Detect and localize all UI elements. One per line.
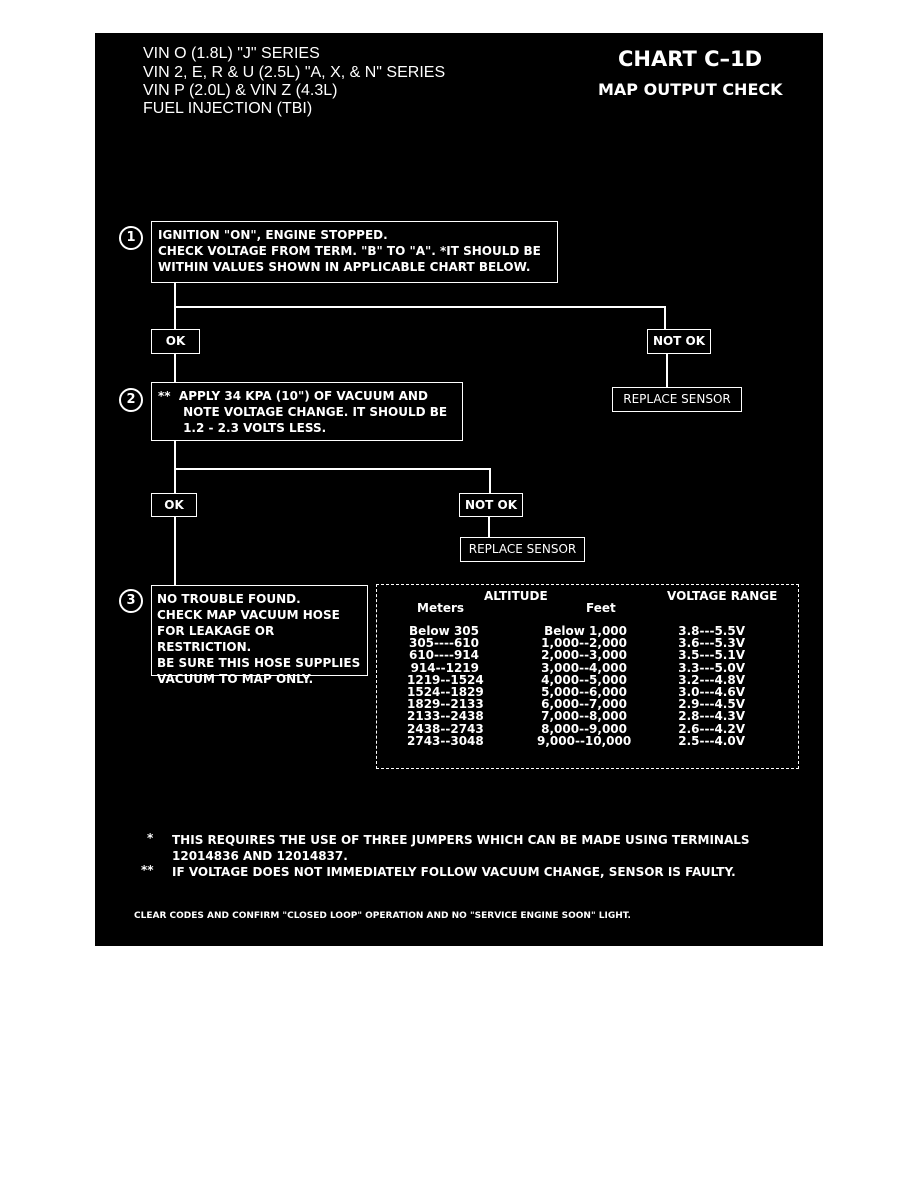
- meters-cell: 2133--2438: [407, 709, 484, 724]
- header-line-3: VIN P (2.0L) & VIN Z (4.3L): [143, 82, 338, 99]
- meters-cell: Below 305: [409, 624, 479, 638]
- voltage-cell: 3.3---5.0V: [678, 660, 745, 675]
- replace-sensor-label-1: REPLACE SENSOR: [623, 392, 731, 406]
- feet-cell: 1,000--2,000: [541, 636, 627, 651]
- step-2-box: ** APPLY 34 KPA (10") OF VACUUM AND NOTE…: [151, 382, 463, 441]
- voltage-cell: 3.0---4.6V: [678, 685, 745, 700]
- connector-1-horizontal: [174, 306, 666, 308]
- footnote-1-mark: *: [147, 831, 154, 845]
- meters-cell: 610----914: [408, 648, 479, 663]
- step-2-number: 2: [119, 388, 143, 412]
- feet-cell: 2,000--3,000: [541, 648, 627, 663]
- replace-sensor-box-2: REPLACE SENSOR: [460, 537, 585, 562]
- connector-ok-2-down: [174, 517, 176, 585]
- connector-notok-1-down: [666, 354, 668, 387]
- ok-label-2: OK: [164, 498, 184, 512]
- feet-cell: 7,000--8,000: [541, 709, 627, 724]
- feet-cell: 8,000--9,000: [541, 721, 627, 736]
- not-ok-box-1: NOT OK: [647, 329, 711, 354]
- footnote-2-text: IF VOLTAGE DOES NOT IMMEDIATELY FOLLOW V…: [172, 865, 736, 879]
- header-line-4: FUEL INJECTION (TBI): [143, 100, 313, 117]
- footnote-1-line-2: 12014836 AND 12014837.: [172, 849, 348, 863]
- chart-subtitle: MAP OUTPUT CHECK: [598, 80, 783, 99]
- header-line-2: VIN 2, E, R & U (2.5L) "A, X, & N" SERIE…: [143, 64, 446, 81]
- altitude-header: ALTITUDE: [484, 589, 548, 603]
- meters-cell: 305----610: [408, 636, 479, 651]
- connector-1-right-down: [664, 306, 666, 329]
- chart-title: CHART C–1D: [618, 47, 763, 71]
- meters-cell: 1524--1829: [407, 685, 484, 700]
- voltage-cell: 3.8---5.5V: [678, 624, 745, 638]
- not-ok-box-2: NOT OK: [459, 493, 523, 517]
- feet-header: Feet: [586, 601, 616, 615]
- connector-2-right-down: [489, 468, 491, 493]
- not-ok-label-1: NOT OK: [652, 334, 706, 348]
- voltage-cell: 2.5---4.0V: [678, 733, 745, 748]
- connector-notok-2-down: [488, 517, 490, 537]
- step-3-number: 3: [119, 589, 143, 613]
- feet-cell: Below 1,000: [544, 624, 627, 638]
- voltage-cell: 3.5---5.1V: [678, 648, 745, 663]
- meters-cell: 1219--1524: [407, 672, 484, 687]
- connector-2-down: [174, 441, 176, 493]
- feet-cell: 5,000--6,000: [541, 685, 627, 700]
- meters-cell: 2438--2743: [407, 721, 484, 736]
- chart-panel: VIN O (1.8L) "J" SERIES VIN 2, E, R & U …: [95, 33, 823, 946]
- voltage-cell: 3.6---5.3V: [678, 636, 745, 651]
- header-line-1: VIN O (1.8L) "J" SERIES: [143, 45, 320, 62]
- voltage-cell: 3.2---4.8V: [678, 672, 745, 687]
- step-3-box: NO TROUBLE FOUND. CHECK MAP VACUUM HOSE …: [151, 585, 368, 686]
- voltage-range-header: VOLTAGE RANGE: [667, 589, 778, 603]
- ok-label-1: OK: [165, 334, 186, 348]
- step-2-text: ** APPLY 34 KPA (10") OF VACUUM AND NOTE…: [158, 389, 448, 435]
- feet-cell: 4,000--5,000: [541, 672, 627, 687]
- replace-sensor-label-2: REPLACE SENSOR: [468, 542, 577, 556]
- footnote-1-line-1: THIS REQUIRES THE USE OF THREE JUMPERS W…: [172, 833, 750, 847]
- not-ok-label-2: NOT OK: [464, 498, 518, 512]
- replace-sensor-box-1: REPLACE SENSOR: [612, 387, 742, 412]
- connector-2-horizontal: [174, 468, 491, 470]
- ok-box-1: OK: [151, 329, 200, 354]
- meters-cell: 1829--2133: [407, 697, 484, 712]
- voltage-cell: 2.6---4.2V: [678, 721, 745, 736]
- ok-box-2: OK: [151, 493, 197, 517]
- voltage-cell: 2.9---4.5V: [678, 697, 745, 712]
- connector-ok-1-down: [174, 354, 176, 382]
- feet-cell: 6,000--7,000: [541, 697, 627, 712]
- step-3-text: NO TROUBLE FOUND. CHECK MAP VACUUM HOSE …: [157, 592, 361, 686]
- feet-cell: 3,000--4,000: [541, 660, 627, 675]
- step-1-number: 1: [119, 226, 143, 250]
- meters-cell: 914--1219: [410, 660, 479, 675]
- step-1-text: IGNITION "ON", ENGINE STOPPED. CHECK VOL…: [158, 228, 541, 274]
- meters-cell: 2743--3048: [407, 733, 484, 748]
- altitude-voltage-table: ALTITUDE Meters Feet VOLTAGE RANGE Below…: [376, 584, 799, 769]
- feet-cell: 9,000--10,000: [537, 733, 632, 748]
- voltage-cell: 2.8---4.3V: [678, 709, 745, 724]
- step-1-box: IGNITION "ON", ENGINE STOPPED. CHECK VOL…: [151, 221, 558, 283]
- final-note: CLEAR CODES AND CONFIRM "CLOSED LOOP" OP…: [134, 911, 631, 921]
- meters-header: Meters: [417, 601, 465, 615]
- footnote-2-mark: **: [141, 863, 154, 877]
